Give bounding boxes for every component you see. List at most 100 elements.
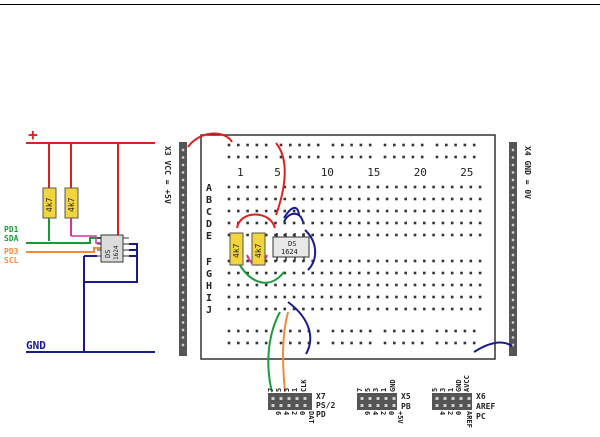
header-pin [303,397,307,400]
breadboard-hole [246,233,249,237]
breadboard-hole [348,197,352,201]
strip-hole [368,155,372,159]
x5-top-num-5: 5 [364,388,372,392]
breadboard-hole [330,295,333,299]
header-pin [271,404,275,407]
breadboard-hole [274,295,277,299]
breadboard-hole [292,185,296,189]
breadboard-hole [357,233,361,237]
rail-hole [181,178,185,182]
strip-hole [246,341,249,345]
x6-port-label: PC [476,412,486,421]
row-letter: I [206,293,212,304]
strip-hole [316,155,320,159]
resistor-2-label: 4k7 [67,197,76,212]
breadboard-hole [274,209,277,213]
rail-hole [511,178,515,182]
breadboard-hole [460,185,463,189]
strip-hole [331,143,335,147]
strip-hole [264,155,268,159]
x6-bottom-num-0: 0 [454,411,462,415]
rail-hole [181,186,185,189]
breadboard-hole [283,209,287,213]
breadboard-hole [237,271,240,275]
schematic: + 4k7 4k7 PD1 SDA PD3 SCL DS 1624 [4,125,155,353]
breadboard-hole [348,295,352,299]
breadboard-hole [395,197,398,201]
breadboard-hole [357,295,361,299]
breadboard-hole [450,295,454,299]
breadboard-hole [404,283,407,287]
chip-label-board: DS [288,240,296,248]
strip-hole [359,143,363,147]
breadboard-hole [237,197,240,201]
breadboard-hole [227,221,231,225]
sda-wire [26,237,101,244]
breadboard-hole [255,197,259,201]
header-pin [443,404,447,407]
breadboard-hole [441,283,445,287]
strip-hole [331,341,335,345]
strip-hole [411,329,415,333]
strip-hole [463,143,467,147]
breadboard-hole [376,197,380,201]
chip-pins-schematic [97,237,129,257]
breadboard-hole [441,233,445,237]
breadboard-hole [423,185,426,189]
strip-hole [383,329,387,333]
breadboard-hole [376,259,380,263]
header-pin [303,404,307,407]
breadboard-hole [302,221,305,225]
header-pin [459,397,463,400]
breadboard-hole [292,259,296,263]
gnd-jumper-1 [283,212,304,223]
header-pin [384,404,388,407]
breadboard-hole [348,283,352,287]
strip-hole [411,155,415,159]
breadboard-hole [227,197,231,201]
breadboard-hole [283,307,287,311]
breadboard-hole [274,259,277,263]
breadboard-hole [376,283,380,287]
breadboard-hole [246,295,249,299]
rail-hole [511,148,515,152]
breadboard-hole [264,209,268,213]
rail-hole [511,298,515,302]
breadboard-hole [339,283,342,287]
breadboard-hole [367,283,370,287]
breadboard-hole [395,221,398,225]
x5-bottom-num-6: 6 [363,411,371,415]
vcc-jumper-left [187,132,233,148]
breadboard-hole [385,209,389,213]
rail-hole [511,336,515,339]
breadboard-hole [413,197,417,201]
breadboard-hole [441,259,445,263]
column-number: 25 [460,166,473,179]
breadboard-hole [311,283,314,287]
rail-hole [181,238,185,242]
breadboard-hole [460,307,463,311]
breadboard-hole [311,209,314,213]
breadboard-hole [227,185,231,189]
header-pin [392,404,396,407]
breadboard-hole [478,185,482,189]
header-pin [295,397,299,400]
x6-pins [435,397,471,407]
breadboard-hole [357,209,361,213]
x7-bottom-num-4: 4 [282,411,290,415]
breadboard-hole [330,283,333,287]
breadboard-hole [339,271,342,275]
breadboard-hole [469,221,473,225]
header-pin [443,397,447,400]
header-pin [279,397,283,400]
strip-hole [289,329,292,333]
x7-top-num-7: 7 [267,388,275,392]
breadboard-hole [395,271,398,275]
strip-hole [463,155,467,159]
strip-hole [341,143,344,147]
rail-hole [181,216,185,219]
strip-hole [393,155,396,159]
strip-hole [454,143,457,147]
breadboard-hole [292,283,296,287]
rail-hole [181,313,185,317]
